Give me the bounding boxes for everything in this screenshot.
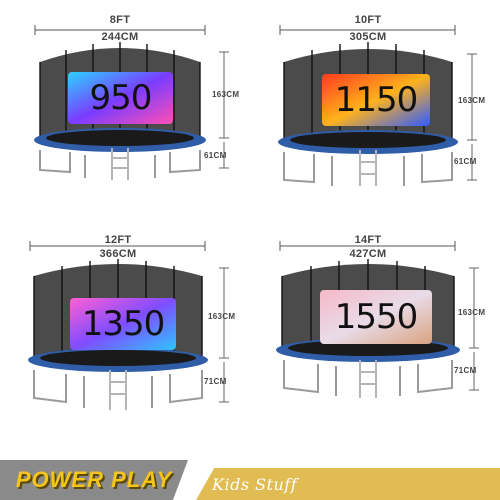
net-height-label: 163CM (458, 96, 486, 105)
price-badge (322, 74, 430, 126)
net-height-label: 163CM (458, 308, 486, 317)
size-ft-label: 12FT (104, 234, 132, 246)
brand-name: POWER PLAY (15, 467, 173, 492)
trampoline-illustration (28, 241, 229, 410)
net-height-label: 163CM (212, 90, 240, 99)
size-cm-label: 244CM (101, 31, 139, 43)
category-banner: Kids Stuff (196, 468, 500, 500)
size-ft-label: 14FT (354, 234, 382, 246)
product-card: 10FT 305CM 163CM 61CM 1150 (250, 0, 500, 230)
leg-height-label: 71CM (454, 366, 477, 375)
leg-height-label: 61CM (204, 151, 227, 160)
category-name: Kids Stuff (212, 474, 298, 494)
size-cm-label: 305CM (349, 31, 387, 43)
size-ft-label: 8FT (109, 14, 131, 26)
net-height-label: 163CM (208, 312, 236, 321)
trampoline-illustration (34, 25, 229, 180)
leg-height-label: 71CM (204, 377, 227, 386)
product-card: 8FT 244CM 163CM 61CM 950 (0, 0, 250, 230)
price-label: 1350 (81, 304, 166, 344)
size-ft-label: 10FT (354, 14, 382, 26)
size-cm-label: 366CM (99, 248, 137, 260)
product-card: 12FT 366CM 163CM 71CM 1350 (0, 230, 250, 460)
size-cm-label: 427CM (349, 248, 387, 260)
price-label: 1550 (334, 297, 419, 337)
price-label: 950 (89, 78, 153, 118)
brand-banner: POWER PLAY (0, 460, 188, 500)
trampoline-illustration (278, 25, 477, 186)
price-badge (70, 298, 176, 350)
trampoline-illustration (276, 241, 479, 398)
price-badge (68, 72, 173, 124)
price-label: 1150 (334, 80, 419, 120)
product-card: 14FT 427CM 163CM 71CM 1550 (250, 230, 500, 460)
price-badge (320, 290, 432, 344)
leg-height-label: 61CM (454, 157, 477, 166)
